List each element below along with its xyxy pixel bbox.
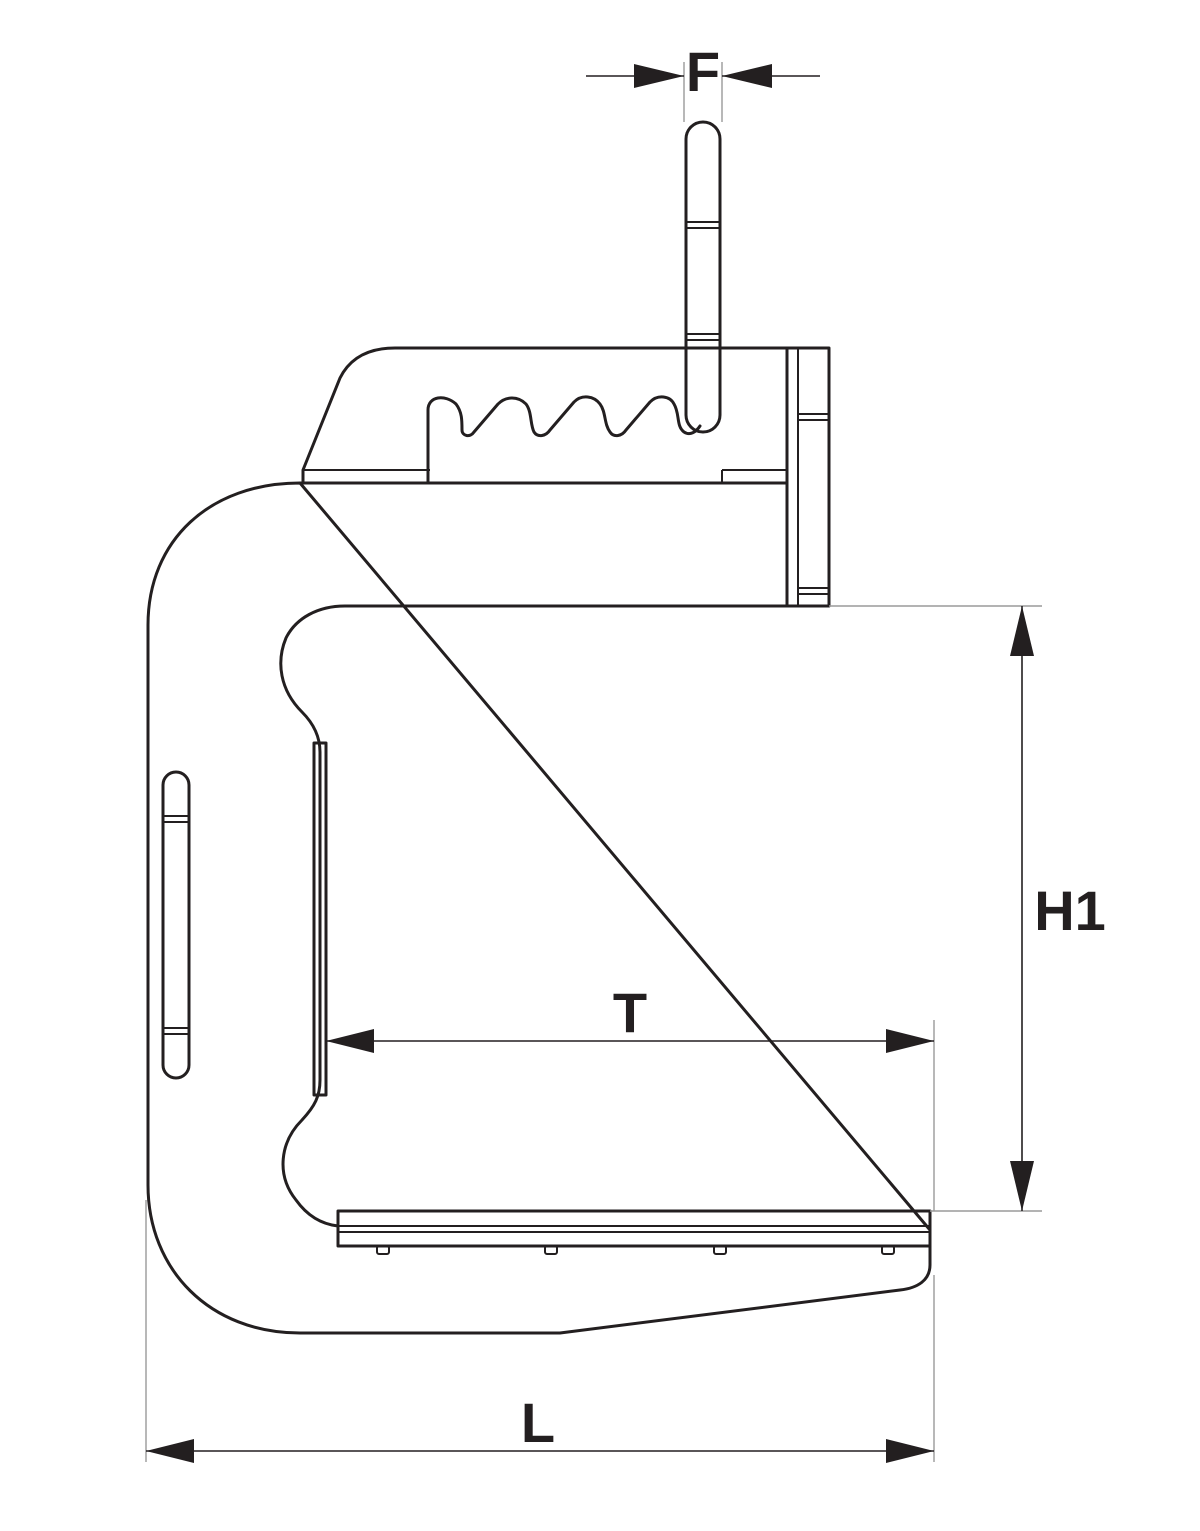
dimension-h1: H1: [829, 605, 1106, 1212]
t-label: T: [613, 981, 647, 1044]
jaw-bolt: [544, 1245, 558, 1255]
h1-arrow-top: [1010, 606, 1034, 656]
c-frame-outline: [146, 481, 932, 1335]
f-label: F: [686, 40, 720, 103]
jaw-bolts: [376, 1245, 895, 1255]
h1-arrow-bottom: [1010, 1161, 1034, 1211]
l-label: L: [521, 1391, 555, 1454]
h1-label: H1: [1034, 879, 1106, 942]
dimension-l: L: [145, 1200, 935, 1463]
jaw-bolt: [713, 1245, 727, 1255]
dimension-f: F: [586, 40, 820, 122]
f-arrow-right: [722, 64, 772, 88]
ratchet-teeth: [426, 395, 702, 485]
jaw-bolt: [881, 1245, 895, 1255]
lower-jaw-plate: [336, 1209, 932, 1248]
jaw-bolt: [376, 1245, 390, 1255]
l-arrow-right: [886, 1439, 934, 1463]
inner-pad: [312, 741, 328, 1097]
l-arrow-left: [146, 1439, 194, 1463]
upper-housing: [301, 346, 789, 485]
t-arrow-right: [886, 1029, 934, 1053]
side-plate: [785, 346, 831, 608]
t-arrow-left: [326, 1029, 374, 1053]
f-arrow-left: [634, 64, 684, 88]
lifting-eye: [684, 120, 722, 434]
dimension-t: T: [326, 981, 935, 1211]
side-handle: [161, 770, 191, 1080]
